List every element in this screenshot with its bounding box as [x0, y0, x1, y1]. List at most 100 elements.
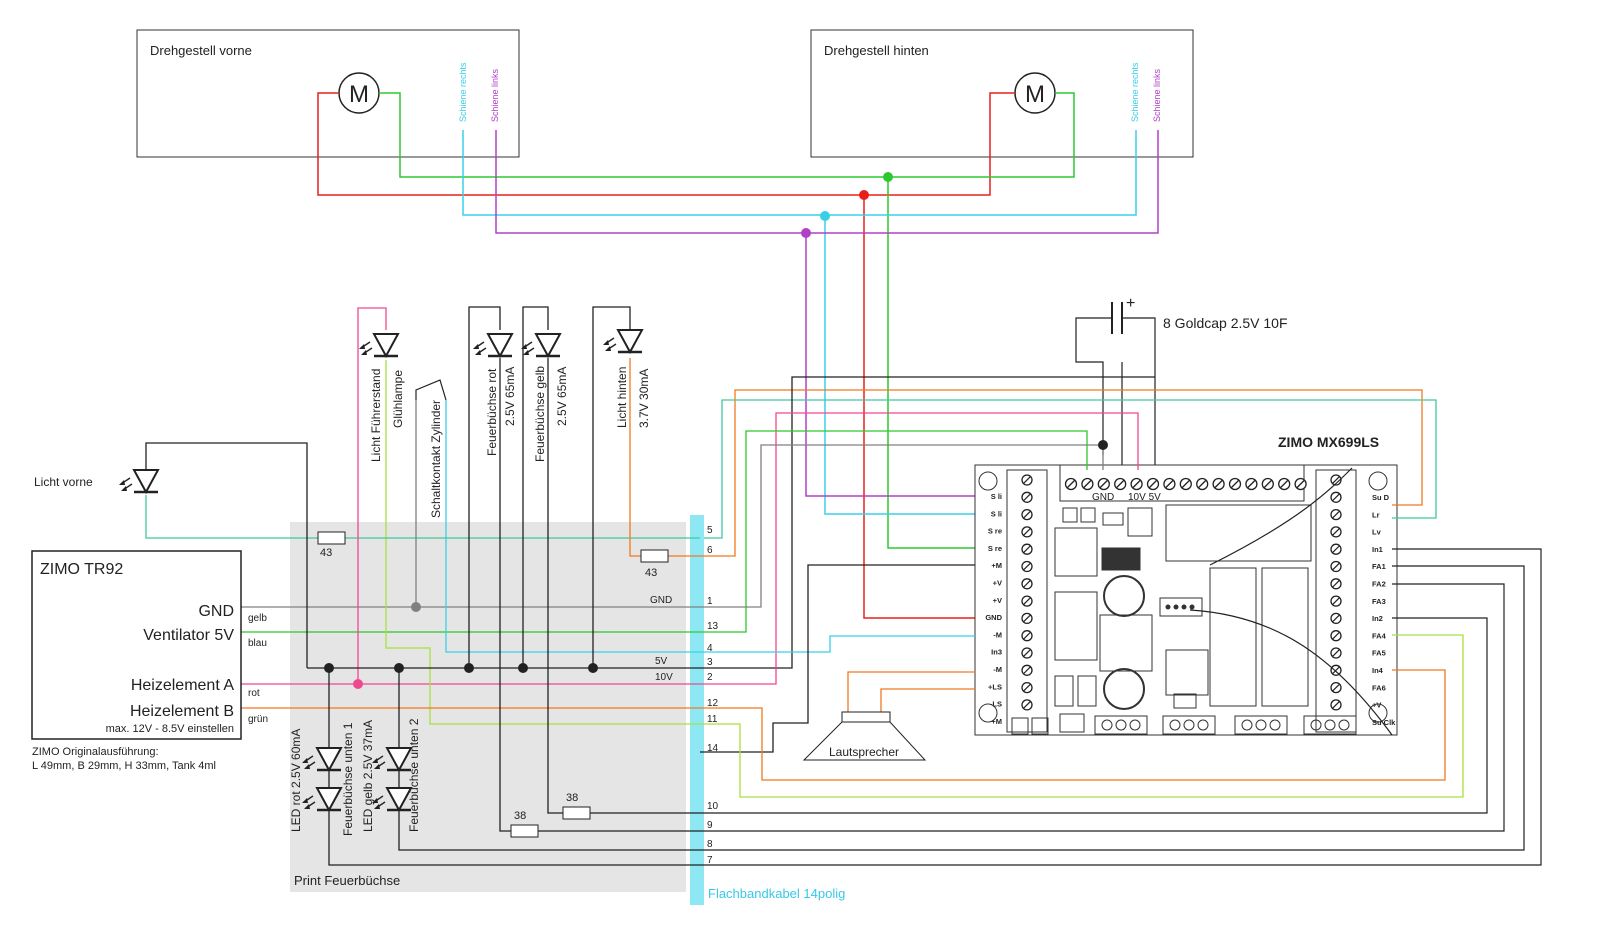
decoder-right-pin-label: Su Clk — [1372, 718, 1396, 727]
resistor-38a-label: 38 — [514, 810, 526, 822]
screw-slot — [1332, 701, 1340, 709]
mount-hole-tl — [978, 471, 998, 491]
decoder-right-pin-label: FA3 — [1372, 597, 1386, 606]
wire-motor-green — [379, 92, 1075, 178]
screw-slot — [1023, 614, 1031, 623]
resistor-38b-label: 38 — [566, 792, 578, 804]
screw-slot — [1332, 528, 1340, 536]
cable-pin-number: 7 — [707, 855, 713, 866]
mount-hole-bl — [978, 703, 998, 723]
label-unten1-a: Feuerbüchse unten 1 — [341, 722, 355, 836]
label-10v: 10V — [655, 672, 673, 683]
wire-fa6-12 — [240, 669, 1446, 781]
wire-rail-right — [462, 130, 1137, 216]
wire-licht-vorne — [145, 495, 318, 539]
bogie-rear-title: Drehgestell hinten — [824, 43, 929, 58]
screw-slot — [1165, 480, 1174, 488]
bogie-front-title: Drehgestell vorne — [150, 43, 252, 58]
motor-rear: M — [1014, 72, 1056, 114]
screw-slot — [1023, 701, 1031, 709]
screw-slot — [1332, 493, 1340, 501]
wire-motor-red-down — [863, 195, 975, 619]
cap-plus: + — [1126, 295, 1135, 312]
wire-pink-fuehrerstand — [357, 307, 387, 684]
speaker-label: Lautsprecher — [829, 745, 899, 759]
decoder-v-label: 10V 5V — [1128, 492, 1161, 503]
decoder-left-pin-label: S re — [988, 527, 1002, 536]
junction-gnd — [1098, 440, 1108, 450]
led-icon — [521, 333, 562, 359]
wire-led-rot — [328, 668, 700, 866]
decoder-right-pin-label: FA5 — [1372, 649, 1386, 658]
screw-slot — [1296, 480, 1305, 488]
resistor-38a — [510, 824, 539, 838]
screw-slot — [1067, 480, 1075, 488]
tr92-orig-1: ZIMO Originalausführung: — [32, 746, 159, 758]
decoder-right-pin-label: FA2 — [1372, 580, 1386, 589]
screw-slot — [1332, 580, 1340, 588]
motor-front: M — [338, 72, 380, 114]
screw-slot — [1247, 480, 1256, 488]
decoder-left-pin-label: +V — [993, 596, 1002, 605]
led-icon — [372, 747, 413, 773]
screw-slot — [1023, 562, 1031, 571]
screw-slot — [1332, 510, 1340, 519]
wire-fa3-9 — [700, 583, 1505, 832]
screw-slot — [1116, 480, 1125, 488]
tr92-orig-2: L 49mm, B 29mm, H 33mm, Tank 4ml — [32, 760, 216, 772]
label-feuer-gelb-1: Feuerbüchse gelb — [533, 366, 547, 462]
decoder-right-pin-label: In4 — [1372, 666, 1384, 675]
wire-fa4-10 — [700, 617, 1488, 814]
label-gluehlampe: Glühlampe — [391, 370, 405, 428]
right-screw-column — [1330, 474, 1342, 711]
led-icon — [473, 333, 514, 359]
screw-slot — [1023, 632, 1031, 640]
cable-pin-number: 3 — [707, 657, 713, 668]
junction-pink — [353, 679, 363, 689]
screw-slot — [1332, 683, 1340, 692]
label-licht-fuehrerstand: Licht Führerstand — [369, 369, 383, 462]
tr92-fan: Ventilator 5V — [143, 627, 234, 644]
mount-hole-br — [1368, 703, 1388, 723]
cable-pin-number: 5 — [707, 525, 713, 536]
screw-slot — [1023, 683, 1031, 692]
screw-slot — [1023, 528, 1031, 536]
resistor-43b — [640, 549, 669, 563]
screw-slot — [1181, 480, 1190, 488]
led-icon — [302, 747, 343, 773]
resistor-38b — [562, 806, 591, 820]
screw-slot — [1332, 562, 1340, 571]
screw-slot — [1023, 597, 1031, 605]
cable-pin-number: 9 — [707, 820, 713, 831]
flat-cable — [690, 515, 704, 905]
right-pin-labels: Su DLrLvIn1FA1FA2FA3In2FA4FA5In4FA6+VSu … — [1372, 493, 1396, 727]
mount-hole-tr — [1368, 471, 1388, 491]
decoder-gnd-label: GND — [1092, 492, 1114, 503]
resistor-43a — [317, 531, 346, 545]
motor-front-symbol: M — [349, 81, 369, 108]
cable-pin-number: 4 — [707, 643, 713, 654]
wire-feuer-rot — [468, 306, 501, 668]
wire-teal-lv — [704, 399, 1437, 539]
wire-cyan-in3 — [445, 400, 975, 653]
decoder-right-pin-label: FA4 — [1372, 631, 1387, 640]
screw-slot — [1198, 480, 1207, 488]
wire-rail-right-down — [824, 215, 975, 515]
screw-slot — [1023, 545, 1031, 553]
cable-pin-number: 13 — [707, 621, 719, 632]
resistor-43a-label: 43 — [320, 547, 332, 559]
tr92-note: max. 12V - 8.5V einstellen — [106, 723, 234, 735]
label-led-rot: LED rot 2.5V 60mA — [289, 729, 303, 832]
decoder-left-pin-label: +LS — [988, 682, 1002, 691]
cable-pin-number: 2 — [707, 672, 713, 683]
decoder-right-pin-label: Su D — [1372, 493, 1390, 502]
motor-rear-symbol: M — [1025, 81, 1045, 108]
wire-black-plusv — [700, 564, 975, 753]
tr92-gnd: GND — [198, 603, 234, 620]
decoder-left-pin-label: S li — [991, 492, 1002, 501]
screw-slot — [1023, 666, 1031, 674]
wire-licht-hinten-orange — [629, 358, 641, 557]
rail-right-rear: Schiene rechts — [1130, 62, 1140, 122]
